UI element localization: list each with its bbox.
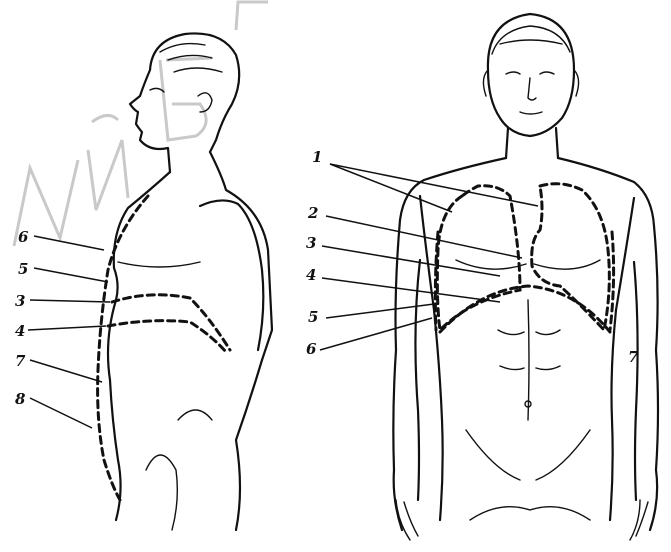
side-label-5: 5 [18, 260, 28, 278]
side-ear [198, 93, 212, 112]
leader-front-1b [330, 164, 538, 206]
side-pectoral [118, 262, 200, 267]
leader-front-5 [326, 304, 434, 318]
leader-front-4 [322, 278, 500, 302]
leader-side-8 [30, 398, 92, 428]
side-thigh [178, 410, 212, 420]
watermark [14, 2, 268, 246]
side-neck-back [210, 152, 272, 360]
front-figure: 1 2 3 4 5 6 7 [306, 14, 658, 540]
side-label-3: 3 [15, 292, 25, 310]
side-boundary-front [98, 196, 148, 500]
side-buttock [236, 360, 262, 530]
front-shoulders [400, 158, 654, 226]
front-head-outline [488, 14, 574, 136]
front-label-7: 7 [628, 348, 639, 366]
front-label-6: 6 [306, 340, 317, 358]
front-label-4: 4 [306, 266, 316, 284]
side-boundary-4 [108, 321, 226, 352]
front-neck [506, 128, 558, 158]
front-label-2: 2 [307, 204, 318, 222]
side-hip-contour [146, 455, 177, 530]
leader-front-1a [330, 164, 452, 212]
side-label-7: 7 [15, 352, 26, 370]
side-label-4: 4 [15, 322, 25, 340]
side-figure: 6 5 3 4 7 8 [15, 33, 272, 530]
front-lung-left [437, 186, 520, 330]
front-label-3: 3 [306, 234, 316, 252]
front-nose-mouth [520, 78, 542, 114]
front-arm-right [634, 226, 658, 530]
front-hair [492, 26, 570, 54]
side-label-8: 8 [15, 390, 26, 408]
leader-side-3 [30, 300, 110, 302]
side-boundary-3 [112, 295, 230, 350]
front-ears [483, 70, 578, 96]
front-pleura-outline [435, 232, 613, 330]
leader-side-5 [34, 268, 108, 282]
front-label-1: 1 [312, 148, 322, 166]
front-groin [466, 430, 590, 520]
front-label-5: 5 [308, 308, 318, 326]
front-arm-left [393, 220, 420, 530]
front-pectorals [456, 260, 600, 269]
side-label-6: 6 [18, 228, 29, 246]
leader-front-3 [322, 246, 500, 276]
front-midline [528, 300, 529, 420]
leader-side-6 [34, 236, 104, 250]
front-lung-right [532, 184, 610, 330]
front-eyes [506, 72, 554, 74]
side-arm [200, 200, 263, 350]
leader-side-4 [28, 326, 106, 330]
leader-side-7 [30, 360, 102, 382]
